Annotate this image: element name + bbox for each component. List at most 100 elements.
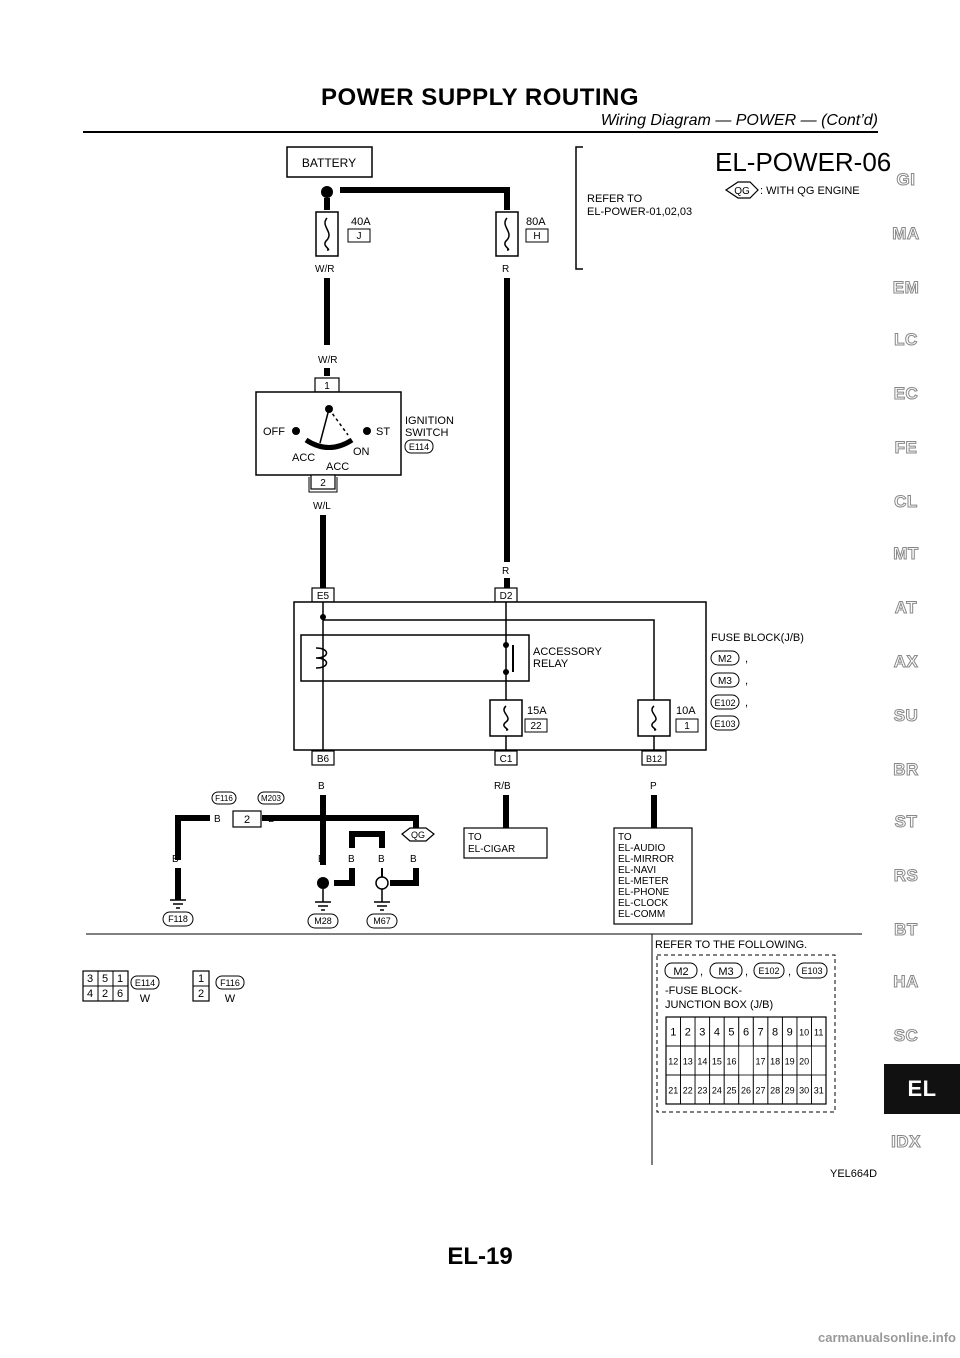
- fb-conn-m2: M2: [718, 654, 732, 665]
- wire-b-2: B: [348, 854, 355, 865]
- joint-pin: 2: [244, 814, 250, 826]
- page-subtitle: Wiring Diagram — POWER — (Cont’d): [600, 112, 878, 129]
- section-tab-mt[interactable]: MT: [893, 544, 919, 564]
- jb-cell-3: 3: [699, 1027, 705, 1039]
- rf-sep-1: ,: [700, 966, 703, 978]
- fb-sep-3: ,: [745, 697, 748, 709]
- fuse10-rating: 10A: [676, 705, 696, 717]
- jb-cell-9: 9: [787, 1027, 793, 1039]
- jb-cell-30: 30: [799, 1086, 809, 1096]
- e114-c1: 5: [102, 973, 108, 985]
- jb-cell-26: 26: [741, 1086, 751, 1096]
- qg-badge-lower: QG: [411, 830, 425, 840]
- section-tab-el[interactable]: EL: [884, 1064, 960, 1114]
- e114-c0: 3: [87, 973, 93, 985]
- fuse-80a-id: H: [533, 231, 540, 242]
- jb-cell-11: 11: [814, 1028, 823, 1038]
- wire-wl: W/L: [313, 501, 331, 512]
- f116-id: F116: [220, 978, 240, 988]
- header-divider: [83, 131, 878, 133]
- figure-code: YEL664D: [830, 1168, 877, 1180]
- section-tab-br[interactable]: BR: [893, 760, 919, 780]
- wire-b-3: B: [378, 854, 385, 865]
- section-tab-cl[interactable]: CL: [894, 492, 918, 512]
- fb-b12: B12: [646, 754, 662, 764]
- section-tab-su[interactable]: SU: [893, 706, 919, 726]
- refer-to-line2: EL-POWER-01,02,03: [587, 206, 692, 218]
- rf-text-2: JUNCTION BOX (J/B): [665, 999, 773, 1011]
- section-tab-idx[interactable]: IDX: [891, 1132, 921, 1152]
- wire-b-m28: B: [318, 854, 325, 865]
- section-tab-lc[interactable]: LC: [894, 330, 918, 350]
- jb-cell-4: 4: [714, 1027, 720, 1039]
- rf-text-1: -FUSE BLOCK-: [665, 985, 742, 997]
- e114-color: W: [140, 993, 151, 1005]
- fuse-block-label: FUSE BLOCK(J/B): [711, 632, 804, 644]
- to-list-5: EL-PHONE: [618, 887, 669, 898]
- wire-wr-mid: W/R: [318, 355, 337, 366]
- fb-conn-m3: M3: [718, 676, 732, 687]
- f116-c0: 1: [198, 973, 204, 985]
- section-tab-fe[interactable]: FE: [894, 438, 918, 458]
- refer-following-box: [656, 954, 836, 1113]
- m203-tag: M203: [261, 794, 282, 803]
- section-tab-ec[interactable]: EC: [893, 384, 919, 404]
- relay-label-2: RELAY: [533, 658, 569, 670]
- jb-cell-2: 2: [685, 1027, 691, 1039]
- ign-pin2: 2: [320, 478, 326, 489]
- relay-label-1: ACCESSORY: [533, 646, 603, 658]
- section-tab-ma[interactable]: MA: [892, 224, 920, 244]
- section-tab-ax[interactable]: AX: [893, 652, 919, 672]
- jb-cell-10: 10: [799, 1028, 809, 1038]
- footer-watermark: carmanualsonline.info: [818, 1330, 956, 1345]
- e114-c5: 6: [117, 988, 123, 1000]
- f116-c1: 2: [198, 988, 204, 1000]
- f116-tag: F116: [215, 794, 233, 803]
- section-tab-em[interactable]: EM: [892, 278, 920, 298]
- to-list-7: EL-COMM: [618, 909, 665, 920]
- fb-sep-1: ,: [745, 653, 748, 665]
- to-cigar-1: TO: [468, 832, 482, 843]
- e114-c3: 4: [87, 988, 93, 1000]
- jb-cell-28: 28: [770, 1086, 780, 1096]
- qg-note: : WITH QG ENGINE: [760, 185, 860, 197]
- wire-b-main: B: [318, 781, 325, 792]
- fuse-80a-rating: 80A: [526, 216, 546, 228]
- jb-cell-17: 17: [756, 1057, 766, 1067]
- section-tab-sc[interactable]: SC: [893, 1026, 919, 1046]
- wire-p: P: [650, 781, 657, 792]
- ign-acc2: ACC: [326, 461, 349, 473]
- fuse-40a: [315, 211, 339, 257]
- section-tab-at[interactable]: AT: [894, 598, 918, 618]
- section-tab-st[interactable]: ST: [894, 812, 918, 832]
- section-tab-gi[interactable]: GI: [896, 170, 916, 190]
- rf-badge-m3: M3: [718, 966, 733, 978]
- page-title: POWER SUPPLY ROUTING: [320, 84, 640, 111]
- section-tab-ha[interactable]: HA: [893, 972, 919, 992]
- jb-cell-25: 25: [726, 1086, 736, 1096]
- to-list-2: EL-MIRROR: [618, 854, 674, 865]
- ign-label-1: IGNITION: [405, 415, 454, 427]
- section-tab-rs[interactable]: RS: [893, 866, 919, 886]
- jb-cell-29: 29: [785, 1086, 795, 1096]
- rf-sep-3: ,: [788, 966, 791, 978]
- fb-e5: E5: [317, 591, 330, 602]
- fuse-80a: [495, 211, 519, 257]
- fuse-40a-rating: 40A: [351, 216, 371, 228]
- jb-cell-14: 14: [697, 1057, 707, 1067]
- section-tab-bt[interactable]: BT: [894, 920, 918, 940]
- fuse-40a-id: J: [357, 231, 362, 242]
- ign-connector: E114: [409, 442, 429, 452]
- jb-cell-1: 1: [670, 1027, 676, 1039]
- fb-conn-e102: E102: [714, 698, 735, 708]
- jb-cell-12: 12: [668, 1057, 678, 1067]
- ground-f118: F118: [168, 914, 188, 924]
- wire-b-joint-left: B: [214, 814, 221, 825]
- jb-cell-13: 13: [683, 1057, 693, 1067]
- jb-cell-27: 27: [756, 1086, 766, 1096]
- fb-d2: D2: [500, 591, 513, 602]
- ign-acc1: ACC: [292, 452, 315, 464]
- rf-badge-m2: M2: [673, 966, 688, 978]
